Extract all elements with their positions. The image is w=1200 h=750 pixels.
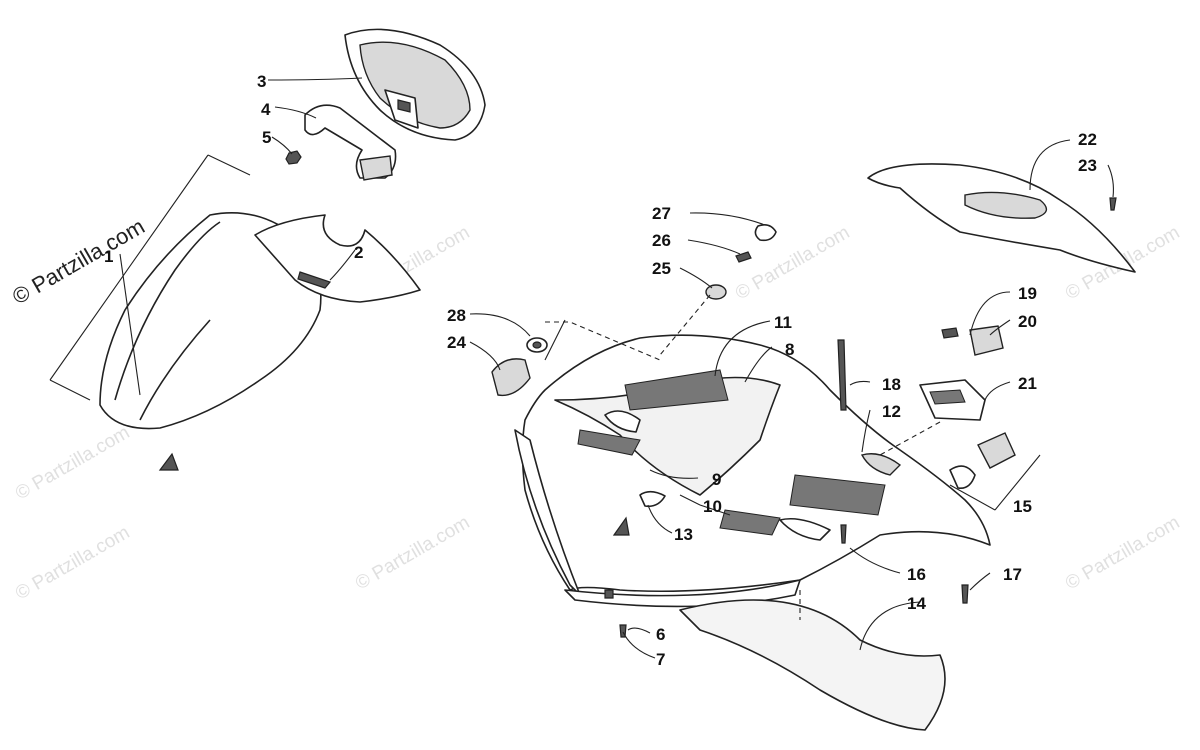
callout-1: 1 bbox=[104, 247, 113, 266]
bracket-lines bbox=[49, 154, 1041, 511]
callout-18: 18 bbox=[882, 375, 901, 394]
callout-27: 27 bbox=[652, 204, 671, 223]
callout-9: 9 bbox=[712, 470, 721, 489]
callout-26: 26 bbox=[652, 231, 671, 250]
watermark: © Partzilla.com bbox=[1062, 512, 1183, 594]
screw-part bbox=[1109, 197, 1117, 211]
fairing-trim-part bbox=[254, 214, 421, 303]
callout-16: 16 bbox=[907, 565, 926, 584]
watermark: © Partzilla.com bbox=[352, 512, 473, 594]
callout-14: 14 bbox=[907, 594, 926, 613]
rear-trim-part bbox=[867, 163, 1136, 273]
callout-15: 15 bbox=[1013, 497, 1032, 516]
callout-7: 7 bbox=[656, 650, 665, 669]
callout-3: 3 bbox=[257, 72, 266, 91]
callout-25: 25 bbox=[652, 259, 671, 278]
callout-leaders bbox=[119, 77, 1114, 659]
watermark: © Partzilla.com bbox=[732, 222, 853, 304]
brand-watermark: © Partzilla.com bbox=[8, 214, 149, 310]
callout-21: 21 bbox=[1018, 374, 1037, 393]
callout-19: 19 bbox=[1018, 284, 1037, 303]
switch-and-washer-parts bbox=[491, 337, 548, 397]
callout-5: 5 bbox=[262, 128, 271, 147]
callout-20: 20 bbox=[1018, 312, 1037, 331]
watermark: © Partzilla.com bbox=[12, 522, 133, 604]
callout-28: 28 bbox=[447, 306, 466, 325]
gauge-bracket-part bbox=[304, 104, 397, 181]
callout-12: 12 bbox=[882, 402, 901, 421]
connector-part bbox=[949, 432, 1016, 490]
callout-22: 22 bbox=[1078, 130, 1097, 149]
watermark: © Partzilla.com bbox=[12, 422, 133, 504]
floor-mat-part bbox=[679, 599, 946, 731]
callout-13: 13 bbox=[674, 525, 693, 544]
callout-6: 6 bbox=[656, 625, 665, 644]
callout-4: 4 bbox=[261, 100, 271, 119]
dash-panel-part bbox=[514, 334, 991, 608]
gauge-housing-part bbox=[344, 28, 486, 141]
switch-bracket-parts bbox=[919, 325, 1004, 421]
callout-11: 11 bbox=[774, 313, 792, 332]
nut-part bbox=[285, 150, 302, 165]
dashed-leaders bbox=[545, 294, 941, 620]
callout-17: 17 bbox=[1003, 565, 1022, 584]
button-assembly-parts bbox=[705, 224, 777, 300]
callout-labels: 1 2 3 4 5 6 7 8 9 10 11 12 13 14 15 16 1… bbox=[104, 72, 1097, 669]
callout-24: 24 bbox=[447, 333, 466, 352]
direction-arrow bbox=[612, 516, 630, 536]
direction-arrow bbox=[158, 452, 179, 471]
callout-8: 8 bbox=[785, 340, 794, 359]
callout-10: 10 bbox=[703, 497, 722, 516]
screw-parts bbox=[604, 339, 969, 638]
callout-23: 23 bbox=[1078, 156, 1097, 175]
callout-2: 2 bbox=[354, 243, 363, 262]
